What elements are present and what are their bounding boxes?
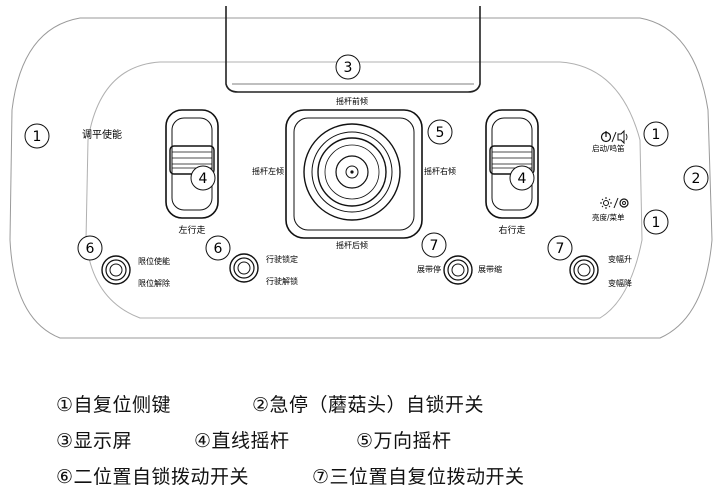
callout-marker: 1: [643, 121, 669, 147]
joystick-back-label: 摇杆后倾: [336, 240, 368, 250]
callout-marker: 7: [421, 232, 447, 258]
callout-marker: 6: [77, 235, 103, 261]
amplitude-down-label: 变幅降: [608, 278, 632, 288]
legend-item-6: ⑥二位置自锁拨动开关: [56, 466, 250, 488]
legend-item-5: ⑤万向摇杆: [356, 430, 452, 452]
limit-release-label: 限位解除: [138, 278, 170, 288]
travel-unlock-label: 行驶解锁: [266, 276, 298, 286]
track-extend-label: 展带缩: [478, 264, 502, 274]
travel-lock-label: 行驶锁定: [266, 254, 298, 264]
joystick-right-label: 摇杆右倾: [424, 166, 456, 176]
svg-text:3: 3: [344, 60, 353, 76]
legend-item-3: ③显示屏: [56, 430, 133, 452]
callout-marker: 4: [509, 165, 535, 191]
legend-item-2: ②急停（蘑菇头）自锁开关: [252, 394, 485, 416]
svg-text:1: 1: [652, 215, 661, 231]
level-enable-label: 调平使能: [82, 128, 122, 141]
svg-text:5: 5: [436, 125, 445, 141]
svg-text:4: 4: [199, 171, 208, 187]
power-speaker-icon: [600, 129, 628, 145]
svg-text:6: 6: [214, 241, 223, 257]
panel-inner-outline: [85, 61, 643, 319]
svg-text:1: 1: [33, 129, 42, 145]
svg-text:7: 7: [430, 238, 439, 254]
svg-text:6: 6: [86, 241, 95, 257]
track-toggle-switch[interactable]: [443, 255, 473, 285]
svg-text:1: 1: [652, 127, 661, 143]
legend: ①自复位侧键 ②急停（蘑菇头）自锁开关 ③显示屏 ④直线摇杆 ⑤万向摇杆 ⑥二位…: [0, 380, 720, 493]
limit-enable-label: 限位使能: [138, 256, 170, 266]
callout-marker: 7: [547, 235, 573, 261]
callout-marker: 3: [335, 54, 361, 80]
limit-toggle-switch[interactable]: [101, 255, 131, 285]
right-travel-label: 右行走: [498, 224, 525, 236]
callout-marker: 6: [205, 235, 231, 261]
callout-marker: 4: [190, 165, 216, 191]
left-linear-joystick[interactable]: [165, 109, 219, 219]
sun-gear-icon: [600, 197, 629, 209]
right-linear-joystick[interactable]: [485, 109, 539, 219]
svg-text:2: 2: [692, 171, 701, 187]
universal-joystick[interactable]: [285, 109, 423, 239]
joystick-front-label: 摇杆前倾: [336, 96, 368, 106]
amplitude-up-label: 变幅升: [608, 254, 632, 264]
start-horn-label: 启动/鸣笛: [592, 143, 625, 153]
joystick-left-label: 摇杆左倾: [252, 166, 284, 176]
callout-marker: 5: [427, 119, 453, 145]
display-housing: [225, 6, 481, 93]
legend-item-4: ④直线摇杆: [194, 430, 290, 452]
left-travel-label: 左行走: [178, 224, 205, 236]
track-stop-label: 展带停: [417, 264, 441, 274]
svg-text:4: 4: [518, 171, 527, 187]
panel-outer-outline: [9, 17, 713, 339]
callout-marker: 1: [643, 209, 669, 235]
svg-text:7: 7: [556, 241, 565, 257]
bright-dim-label: 亮度/菜单: [592, 212, 625, 222]
callout-marker: 1: [24, 123, 50, 149]
travel-lock-toggle-switch[interactable]: [229, 253, 259, 283]
callout-marker: 2: [683, 165, 709, 191]
amplitude-toggle-switch[interactable]: [569, 255, 599, 285]
legend-item-7: ⑦三位置自复位拨动开关: [312, 466, 525, 488]
legend-item-1: ①自复位侧键: [56, 394, 172, 416]
